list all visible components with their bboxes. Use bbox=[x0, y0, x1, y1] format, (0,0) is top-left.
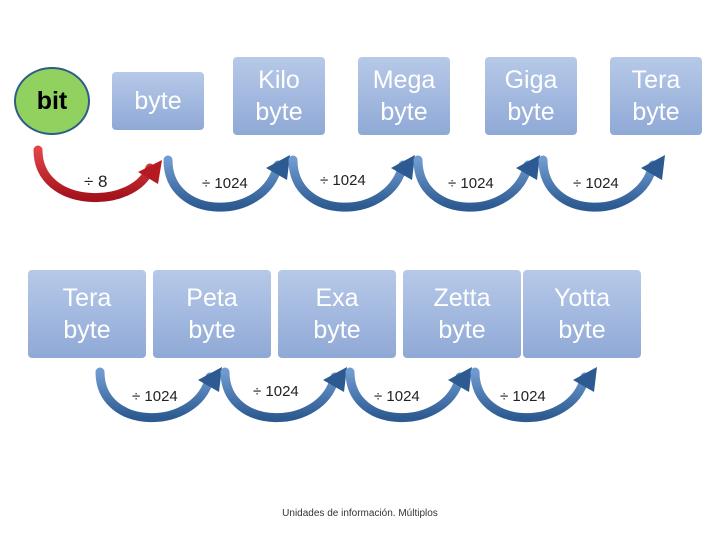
arrow-zetta-yotta bbox=[470, 367, 597, 423]
arrow-byte-kilo bbox=[163, 155, 290, 212]
op-zetta-yotta: ÷ 1024 bbox=[500, 388, 546, 405]
unit-bit: bit bbox=[14, 67, 90, 135]
arrow-bit-byte bbox=[33, 145, 162, 203]
unit-petabyte: Peta byte bbox=[153, 270, 271, 358]
op-peta-exa: ÷ 1024 bbox=[253, 383, 299, 400]
op-kilo-mega: ÷ 1024 bbox=[320, 172, 366, 189]
unit-zettabyte: Zetta byte bbox=[403, 270, 521, 358]
arrow-mega-giga bbox=[413, 155, 540, 212]
unit-terabyte-top: Tera byte bbox=[610, 57, 702, 135]
unit-yottabyte: Yotta byte bbox=[523, 270, 641, 358]
unit-exabyte: Exa byte bbox=[278, 270, 396, 358]
unit-terabyte: Tera byte bbox=[28, 270, 146, 358]
arrow-exa-zetta bbox=[345, 367, 472, 423]
op-giga-tera: ÷ 1024 bbox=[573, 175, 619, 192]
unit-megabyte: Mega byte bbox=[358, 57, 450, 135]
op-tera-peta: ÷ 1024 bbox=[132, 388, 178, 405]
unit-byte: byte bbox=[112, 72, 204, 130]
arrow-tera-peta bbox=[95, 367, 222, 423]
arrow-kilo-mega bbox=[288, 155, 415, 212]
unit-kilobyte: Kilo byte bbox=[233, 57, 325, 135]
arrow-peta-exa bbox=[220, 367, 347, 423]
op-bit-byte: ÷ 8 bbox=[84, 172, 108, 191]
footer-caption: Unidades de información. Múltiplos bbox=[282, 508, 438, 519]
op-mega-giga: ÷ 1024 bbox=[448, 175, 494, 192]
op-byte-kilo: ÷ 1024 bbox=[202, 175, 248, 192]
arrow-giga-tera bbox=[538, 155, 665, 212]
unit-gigabyte: Giga byte bbox=[485, 57, 577, 135]
op-exa-zetta: ÷ 1024 bbox=[374, 388, 420, 405]
